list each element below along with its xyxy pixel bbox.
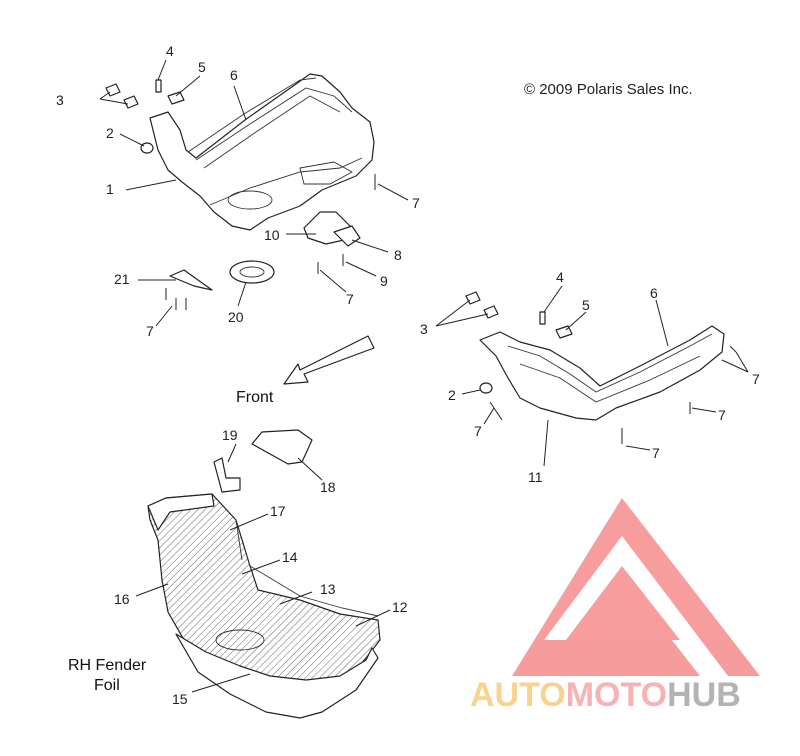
label-5-left: 5 (198, 59, 206, 75)
right-fender-part-11 (479, 325, 725, 421)
part-20-ring (229, 260, 275, 284)
right-part-3-rivet-b (483, 305, 499, 319)
part-2-grommet (140, 142, 154, 154)
label-3-right: 3 (420, 321, 428, 337)
left-fender-assembly (105, 73, 376, 310)
part-5-clip (167, 91, 185, 105)
section-label-line-2: Foil (94, 677, 120, 694)
label-7a-left: 7 (412, 195, 420, 211)
copyright-text: © 2009 Polaris Sales Inc. (524, 81, 693, 98)
label-7d-right: 7 (652, 445, 660, 461)
label-3-left: 3 (56, 92, 64, 108)
label-4-left: 4 (166, 43, 174, 59)
label-6-left: 6 (230, 67, 238, 83)
label-16-bottom: 16 (114, 591, 130, 607)
automotohub-logo: AUTOMOTOHUB (470, 498, 760, 714)
label-6-right: 6 (650, 285, 658, 301)
label-9-left: 9 (380, 273, 388, 289)
label-18-bottom: 18 (320, 479, 336, 495)
right-part-4-screw (539, 311, 546, 325)
label-17-bottom: 17 (270, 503, 286, 519)
label-11-right: 11 (528, 469, 543, 485)
left-leader-lines (99, 59, 409, 327)
front-label: Front (236, 389, 274, 406)
label-5-right: 5 (582, 297, 590, 313)
part-3-push-rivet-b (123, 95, 139, 109)
label-13-bottom: 13 (320, 581, 336, 597)
logo-triangle-icon (512, 498, 760, 676)
part-18-foil-piece (251, 429, 313, 465)
right-leader-lines (435, 285, 749, 467)
right-part-5-clip (555, 325, 573, 339)
label-7b-left: 7 (346, 291, 354, 307)
right-part-3-rivet-a (465, 291, 481, 305)
front-direction-arrow: Front (236, 335, 375, 406)
label-2-right: 2 (448, 387, 456, 403)
label-4-right: 4 (556, 269, 564, 285)
logo-wordmark: AUTOMOTOHUB (470, 676, 741, 714)
foil-lower-panel (175, 633, 379, 719)
part-19-foil-piece (213, 457, 241, 493)
label-7c-left: 7 (146, 323, 154, 339)
bottom-leader-lines (135, 443, 391, 693)
left-fender-part-1 (149, 73, 375, 231)
part-4-screw (155, 79, 162, 93)
label-15-bottom: 15 (172, 691, 188, 707)
label-7a-right: 7 (474, 423, 482, 439)
foil-upper-edge (147, 493, 215, 531)
label-20-left: 20 (228, 309, 244, 325)
part-21-bracket (169, 269, 213, 291)
rh-fender-foil-assembly (147, 429, 381, 719)
section-label-line-1: RH Fender (68, 657, 147, 674)
label-19-bottom: 19 (222, 427, 238, 443)
right-fender-assembly (465, 291, 737, 444)
label-1-left: 1 (106, 181, 114, 197)
label-21-left: 21 (114, 271, 130, 287)
label-10-left: 10 (264, 227, 280, 243)
label-2-left: 2 (106, 125, 114, 141)
label-12-bottom: 12 (392, 599, 408, 615)
right-part-2-grommet (479, 382, 493, 394)
part-3-push-rivet-a (105, 83, 121, 97)
label-7c-right: 7 (718, 407, 726, 423)
label-7b-right: 7 (752, 371, 760, 387)
label-14-bottom: 14 (282, 549, 298, 565)
label-8-left: 8 (394, 247, 402, 263)
